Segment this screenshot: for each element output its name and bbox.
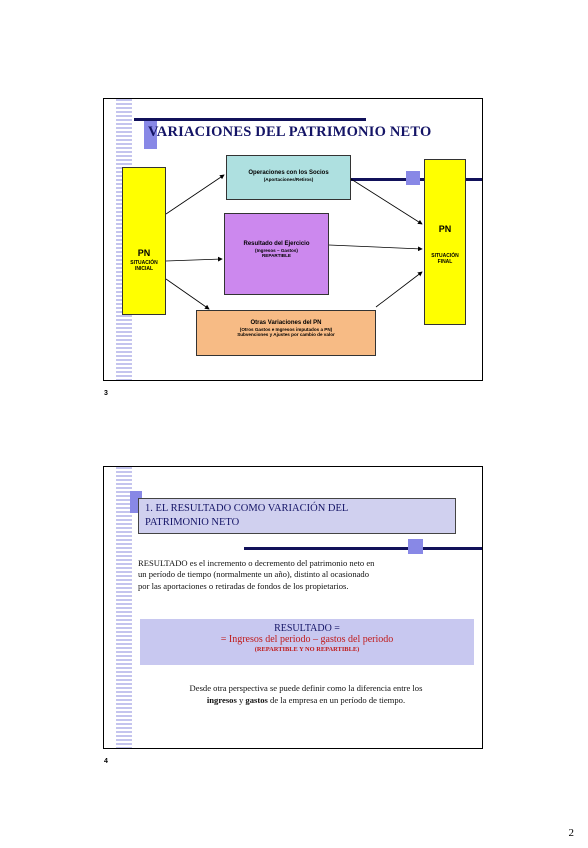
perspective-line1: Desde otra perspectiva se puede definir … — [189, 683, 423, 693]
otras-box: Otras Variaciones del PN (Otros Gastos e… — [196, 310, 376, 356]
slide-title-line2: PATRIMONIO NETO — [145, 516, 240, 528]
perspective-paragraph: Desde otra perspectiva se puede definir … — [138, 682, 474, 707]
slide-title-box: 1. EL RESULTADO COMO VARIACIÓN DEL PATRI… — [138, 498, 456, 534]
resultado-box: Resultado del Ejercicio (Ingresos – Gast… — [224, 213, 329, 295]
perspective-gastos: gastos — [245, 695, 268, 706]
pn-initial-box: PN SITUACIÓN INICIAL — [122, 167, 166, 315]
otras-sub2: Subvenciones y Ajustes por cambio de val… — [237, 332, 335, 338]
accent-square-right — [406, 171, 420, 185]
otras-title: Otras Variaciones del PN — [250, 320, 322, 326]
slide-number-4: 4 — [104, 758, 108, 765]
pn-final-box: PN SITUACIÓN FINAL — [424, 159, 466, 325]
resultado-sub1: (Ingresos – Gastos) — [255, 247, 298, 253]
title-rule — [244, 547, 482, 550]
socios-sub: (Aportaciones/Retiros) — [263, 176, 314, 182]
slide-number-3: 3 — [104, 390, 108, 397]
perspective-rest: de la empresa en un período de tiempo. — [267, 695, 406, 706]
pn-initial-sub1: SITUACIÓN — [130, 260, 158, 267]
arrow-initial-to-socios — [165, 174, 225, 215]
socios-box: Operaciones con los Socios (Aportaciones… — [226, 155, 351, 200]
decorative-stripes — [116, 467, 132, 748]
pn-initial-sub2: INICIAL — [134, 266, 154, 273]
slide-variaciones-pn: VARIACIONES DEL PATRIMONIO NETO PN SITUA… — [103, 98, 483, 381]
perspective-y: y — [236, 695, 246, 706]
formula-note: (REPARTIBLE Y NO REPARTIBLE) — [254, 646, 360, 653]
pn-final-label: PN — [438, 224, 452, 234]
formula-head: RESULTADO = — [274, 623, 340, 634]
formula-line: = Ingresos del periodo – gastos del peri… — [220, 634, 394, 645]
arrow-resultado-to-final — [328, 244, 423, 252]
perspective-ingresos: ingresos — [206, 695, 237, 706]
definition-line2: un período de tiempo (normalmente un año… — [138, 569, 370, 580]
arrow-initial-to-otras — [165, 278, 210, 310]
pn-initial-label: PN — [137, 248, 151, 258]
pn-final-sub2: FINAL — [437, 259, 453, 266]
otras-sub1: (Otros Gastos e Ingresos imputados a PN) — [239, 326, 333, 332]
title-rule-top — [134, 118, 366, 121]
perspective-line2: ingresos y gastos de la empresa en un pe… — [138, 694, 474, 706]
pn-final-sub1: SITUACIÓN — [431, 253, 459, 260]
resultado-title: Resultado del Ejercicio — [243, 241, 310, 247]
page-number: 2 — [568, 827, 575, 839]
accent-square-right — [408, 539, 423, 554]
formula-box: RESULTADO = = Ingresos del periodo – gas… — [140, 619, 474, 665]
flow-arrows — [165, 174, 423, 310]
slide-title: VARIACIONES DEL PATRIMONIO NETO — [148, 124, 432, 140]
definition-line3: por las aportaciones o retiradas de fond… — [138, 580, 349, 591]
slide-title-line1: 1. EL RESULTADO COMO VARIACIÓN DEL — [145, 503, 349, 514]
arrow-otras-to-final — [375, 271, 423, 308]
slide-resultado: 1. EL RESULTADO COMO VARIACIÓN DEL PATRI… — [103, 466, 483, 749]
arrow-socios-to-final — [350, 178, 423, 225]
socios-title: Operaciones con los Socios — [248, 170, 329, 176]
definition-line1: RESULTADO es el incremento o decremento … — [138, 558, 375, 568]
arrow-initial-to-resultado — [165, 256, 223, 262]
definition-paragraph: RESULTADO es el incremento o decremento … — [138, 558, 474, 592]
resultado-sub2: REPARTIBLE — [261, 253, 291, 259]
accent-square — [144, 119, 157, 149]
